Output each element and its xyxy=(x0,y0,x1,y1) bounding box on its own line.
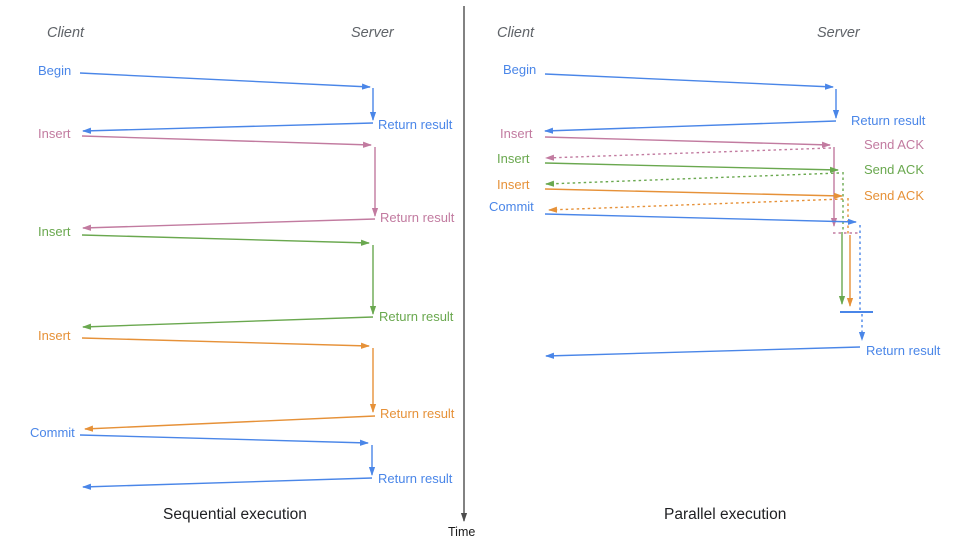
time-axis-label: Time xyxy=(448,525,476,539)
left-insert3-label: Insert xyxy=(38,328,71,343)
right-server-header: Server xyxy=(817,25,860,41)
right-insert2-label: Insert xyxy=(497,151,530,166)
left-server-header: Server xyxy=(351,25,394,41)
left-commit-label: Commit xyxy=(30,425,75,440)
left-insert2-label: Insert xyxy=(38,224,71,239)
right-insert3-ack-label: Send ACK xyxy=(864,188,924,203)
left-insert1-label: Insert xyxy=(38,126,71,141)
left-panel-caption: Sequential execution xyxy=(163,506,307,523)
right-insert3-label: Insert xyxy=(497,177,530,192)
left-insert1-return-label: Return result xyxy=(380,210,455,225)
right-insert1-label: Insert xyxy=(500,126,533,141)
left-insert3-return-label: Return result xyxy=(380,406,455,421)
right-insert1-ack-label: Send ACK xyxy=(864,137,924,152)
right-begin-return-label: Return result xyxy=(851,113,926,128)
right-commit-return-label: Return result xyxy=(866,343,941,358)
right-client-header: Client xyxy=(497,25,535,41)
right-commit-label: Commit xyxy=(489,199,534,214)
left-commit-return-label: Return result xyxy=(378,471,453,486)
left-client-header: Client xyxy=(47,25,85,41)
right-panel-caption: Parallel execution xyxy=(664,506,787,523)
left-begin-return-label: Return result xyxy=(378,117,453,132)
left-begin-label: Begin xyxy=(38,63,72,78)
right-begin-label: Begin xyxy=(503,62,537,77)
right-insert2-ack-label: Send ACK xyxy=(864,162,924,177)
left-insert2-return-label: Return result xyxy=(379,309,454,324)
